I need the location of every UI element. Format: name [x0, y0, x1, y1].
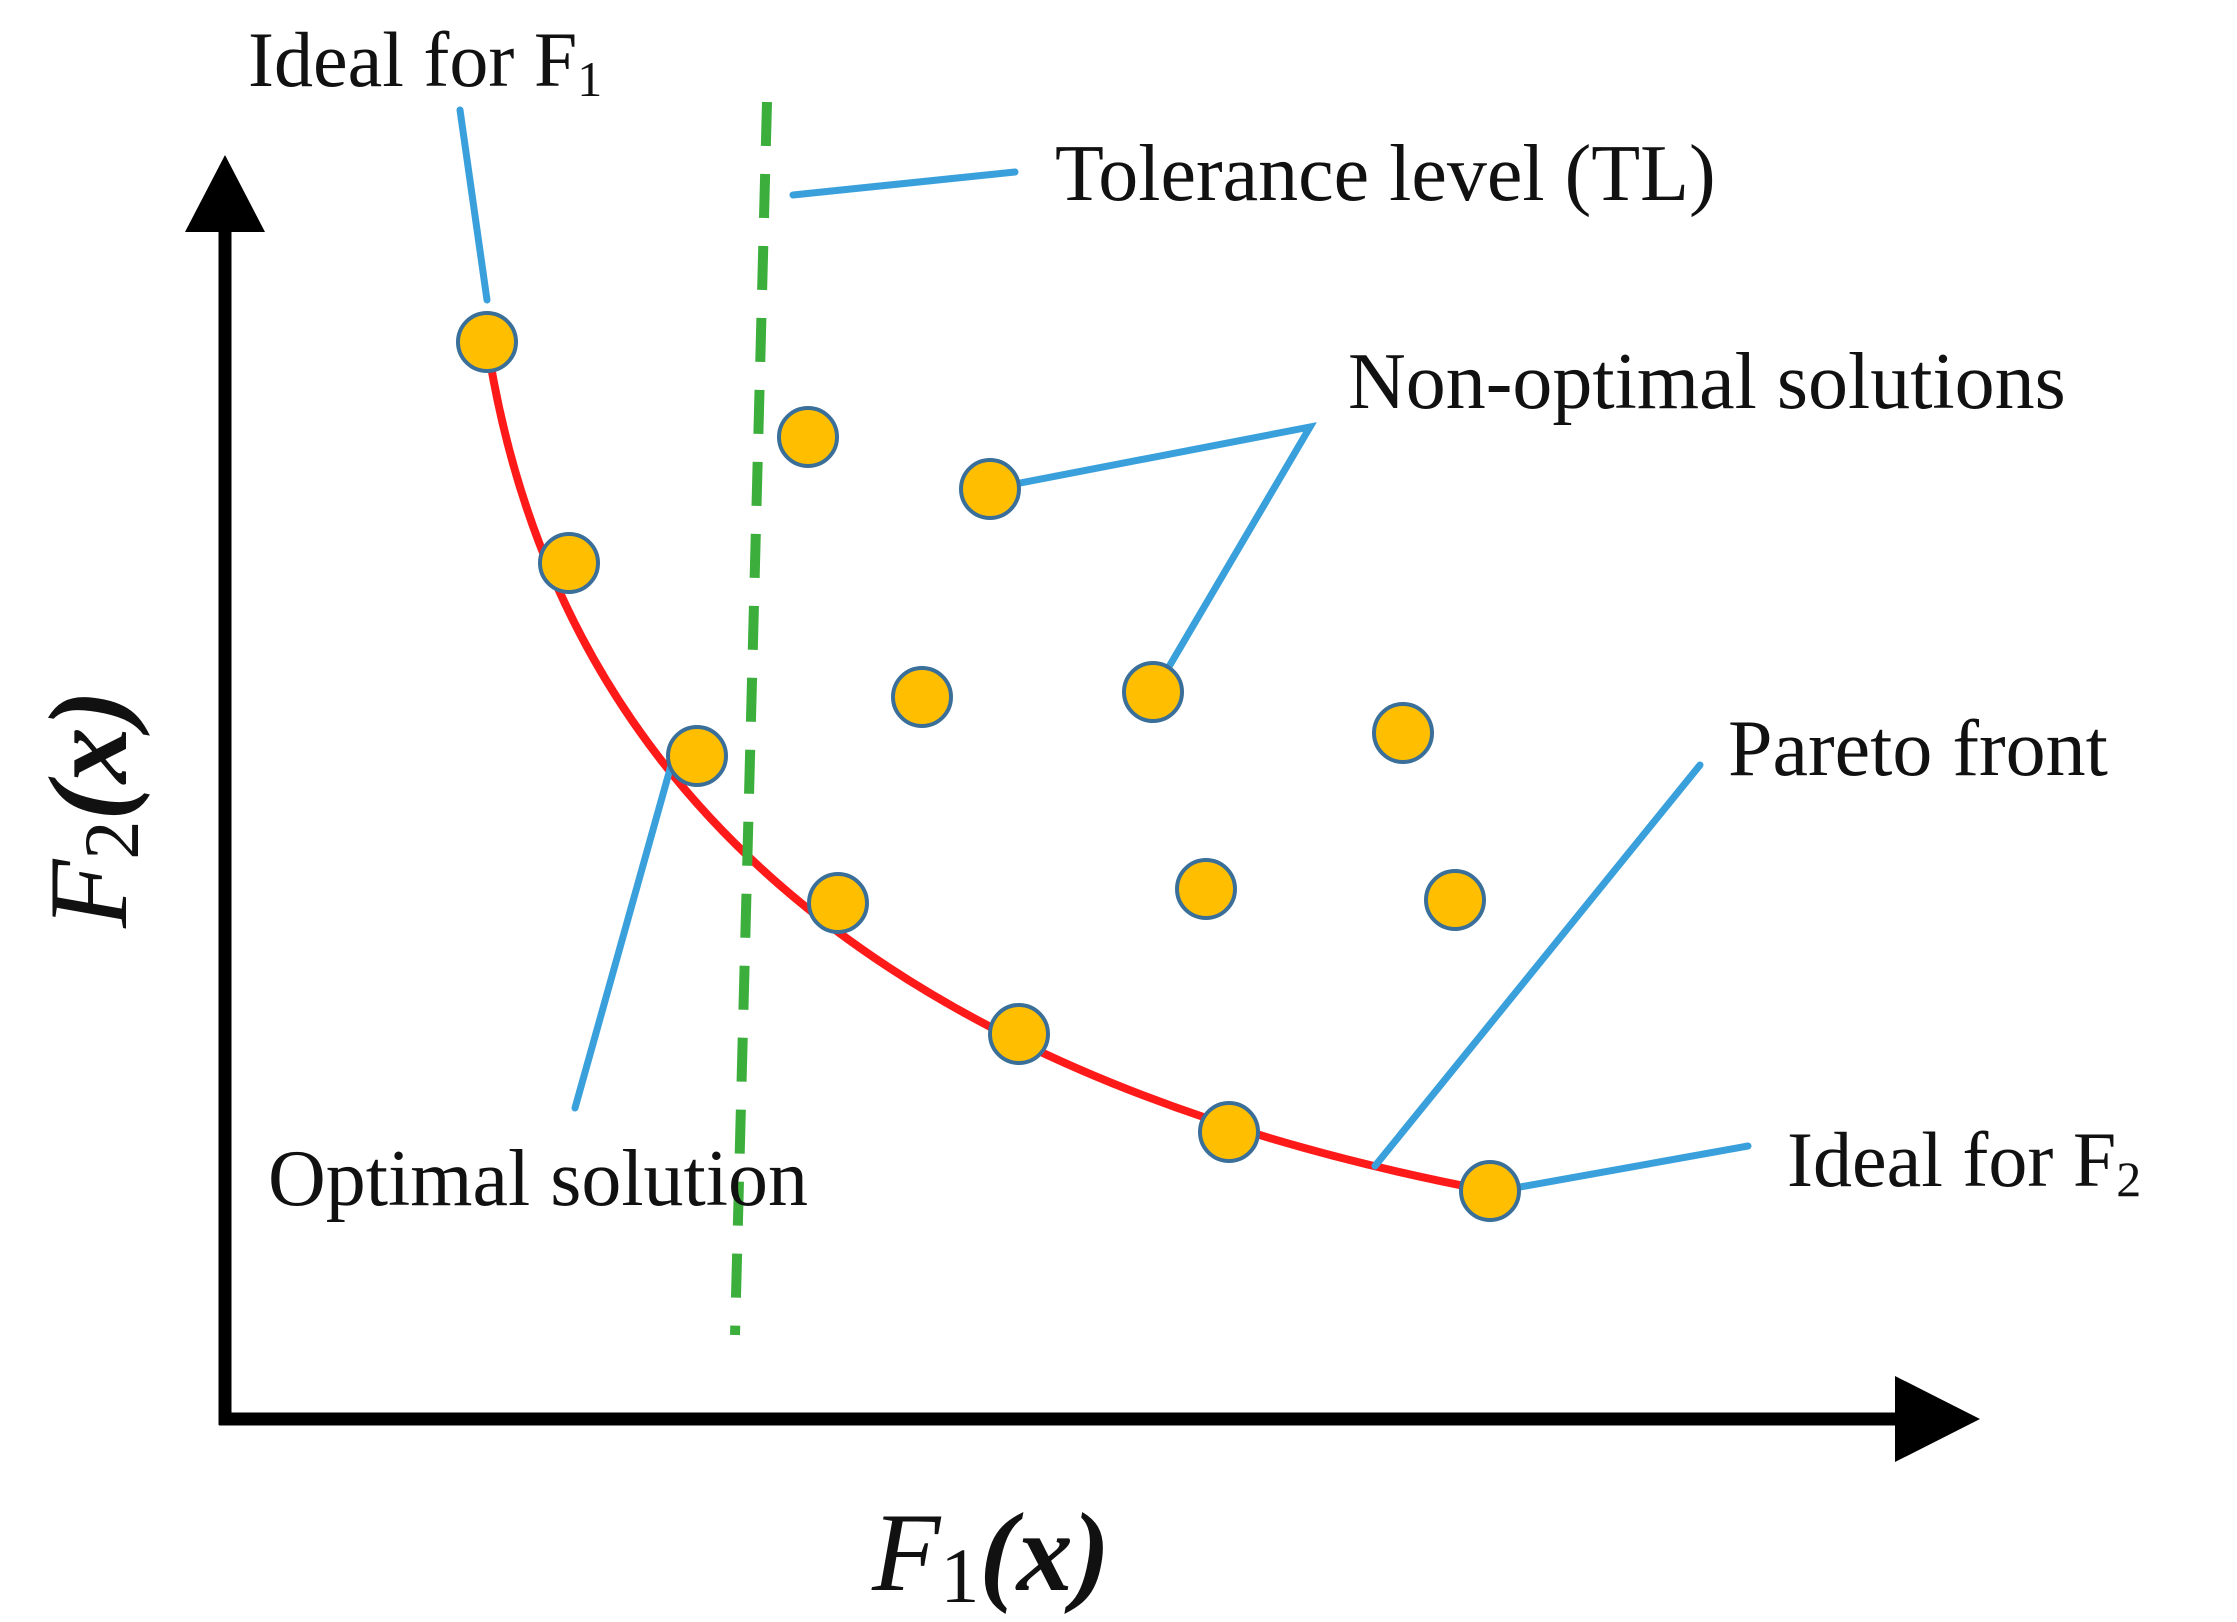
- solution-point: [988, 1003, 1050, 1065]
- solution-point: [1424, 869, 1486, 931]
- solution-point: [456, 311, 518, 373]
- leader-non-optimal: [1011, 422, 1317, 686]
- ideal-f2-point: [1459, 1160, 1521, 1222]
- axes: [185, 155, 1980, 1462]
- solution-point: [538, 532, 600, 594]
- ideal-f2-label: Ideal for F2: [1787, 1116, 2141, 1207]
- optimal-solution-label: Optimal solution: [268, 1135, 808, 1223]
- tolerance-level-line: [730, 101, 772, 1336]
- leader-pareto-front: [1371, 761, 1704, 1170]
- x-axis-label: F1(x): [871, 1491, 1110, 1619]
- solution-point: [807, 872, 869, 934]
- y-axis-arrowhead: [185, 155, 265, 232]
- solution-point: [1372, 702, 1434, 764]
- leader-optimal-solution: [571, 758, 676, 1112]
- y-axis-label: F2(x): [27, 690, 155, 929]
- non-optimal-solutions-label: Non-optimal solutions: [1348, 338, 2066, 426]
- solution-point: [959, 458, 1021, 520]
- leader-ideal-f2: [1516, 1142, 1752, 1191]
- solution-point: [1198, 1101, 1260, 1163]
- non-optimal-points: [777, 406, 1486, 931]
- solution-point: [1175, 858, 1237, 920]
- solution-point: [777, 406, 839, 468]
- leader-ideal-f1: [456, 106, 491, 304]
- leader-tolerance: [789, 168, 1019, 199]
- leader-lines: [456, 106, 1752, 1191]
- optimal-solution-point: [666, 725, 728, 787]
- pareto-optimal-points: [456, 311, 1521, 1222]
- solution-point: [891, 666, 953, 728]
- x-axis-arrowhead: [1895, 1376, 1980, 1462]
- tolerance-level-label: Tolerance level (TL): [1055, 130, 1716, 218]
- pareto-front-label: Pareto front: [1728, 705, 2108, 793]
- ideal-f1-label: Ideal for F1: [248, 16, 602, 107]
- solution-point: [1122, 661, 1184, 723]
